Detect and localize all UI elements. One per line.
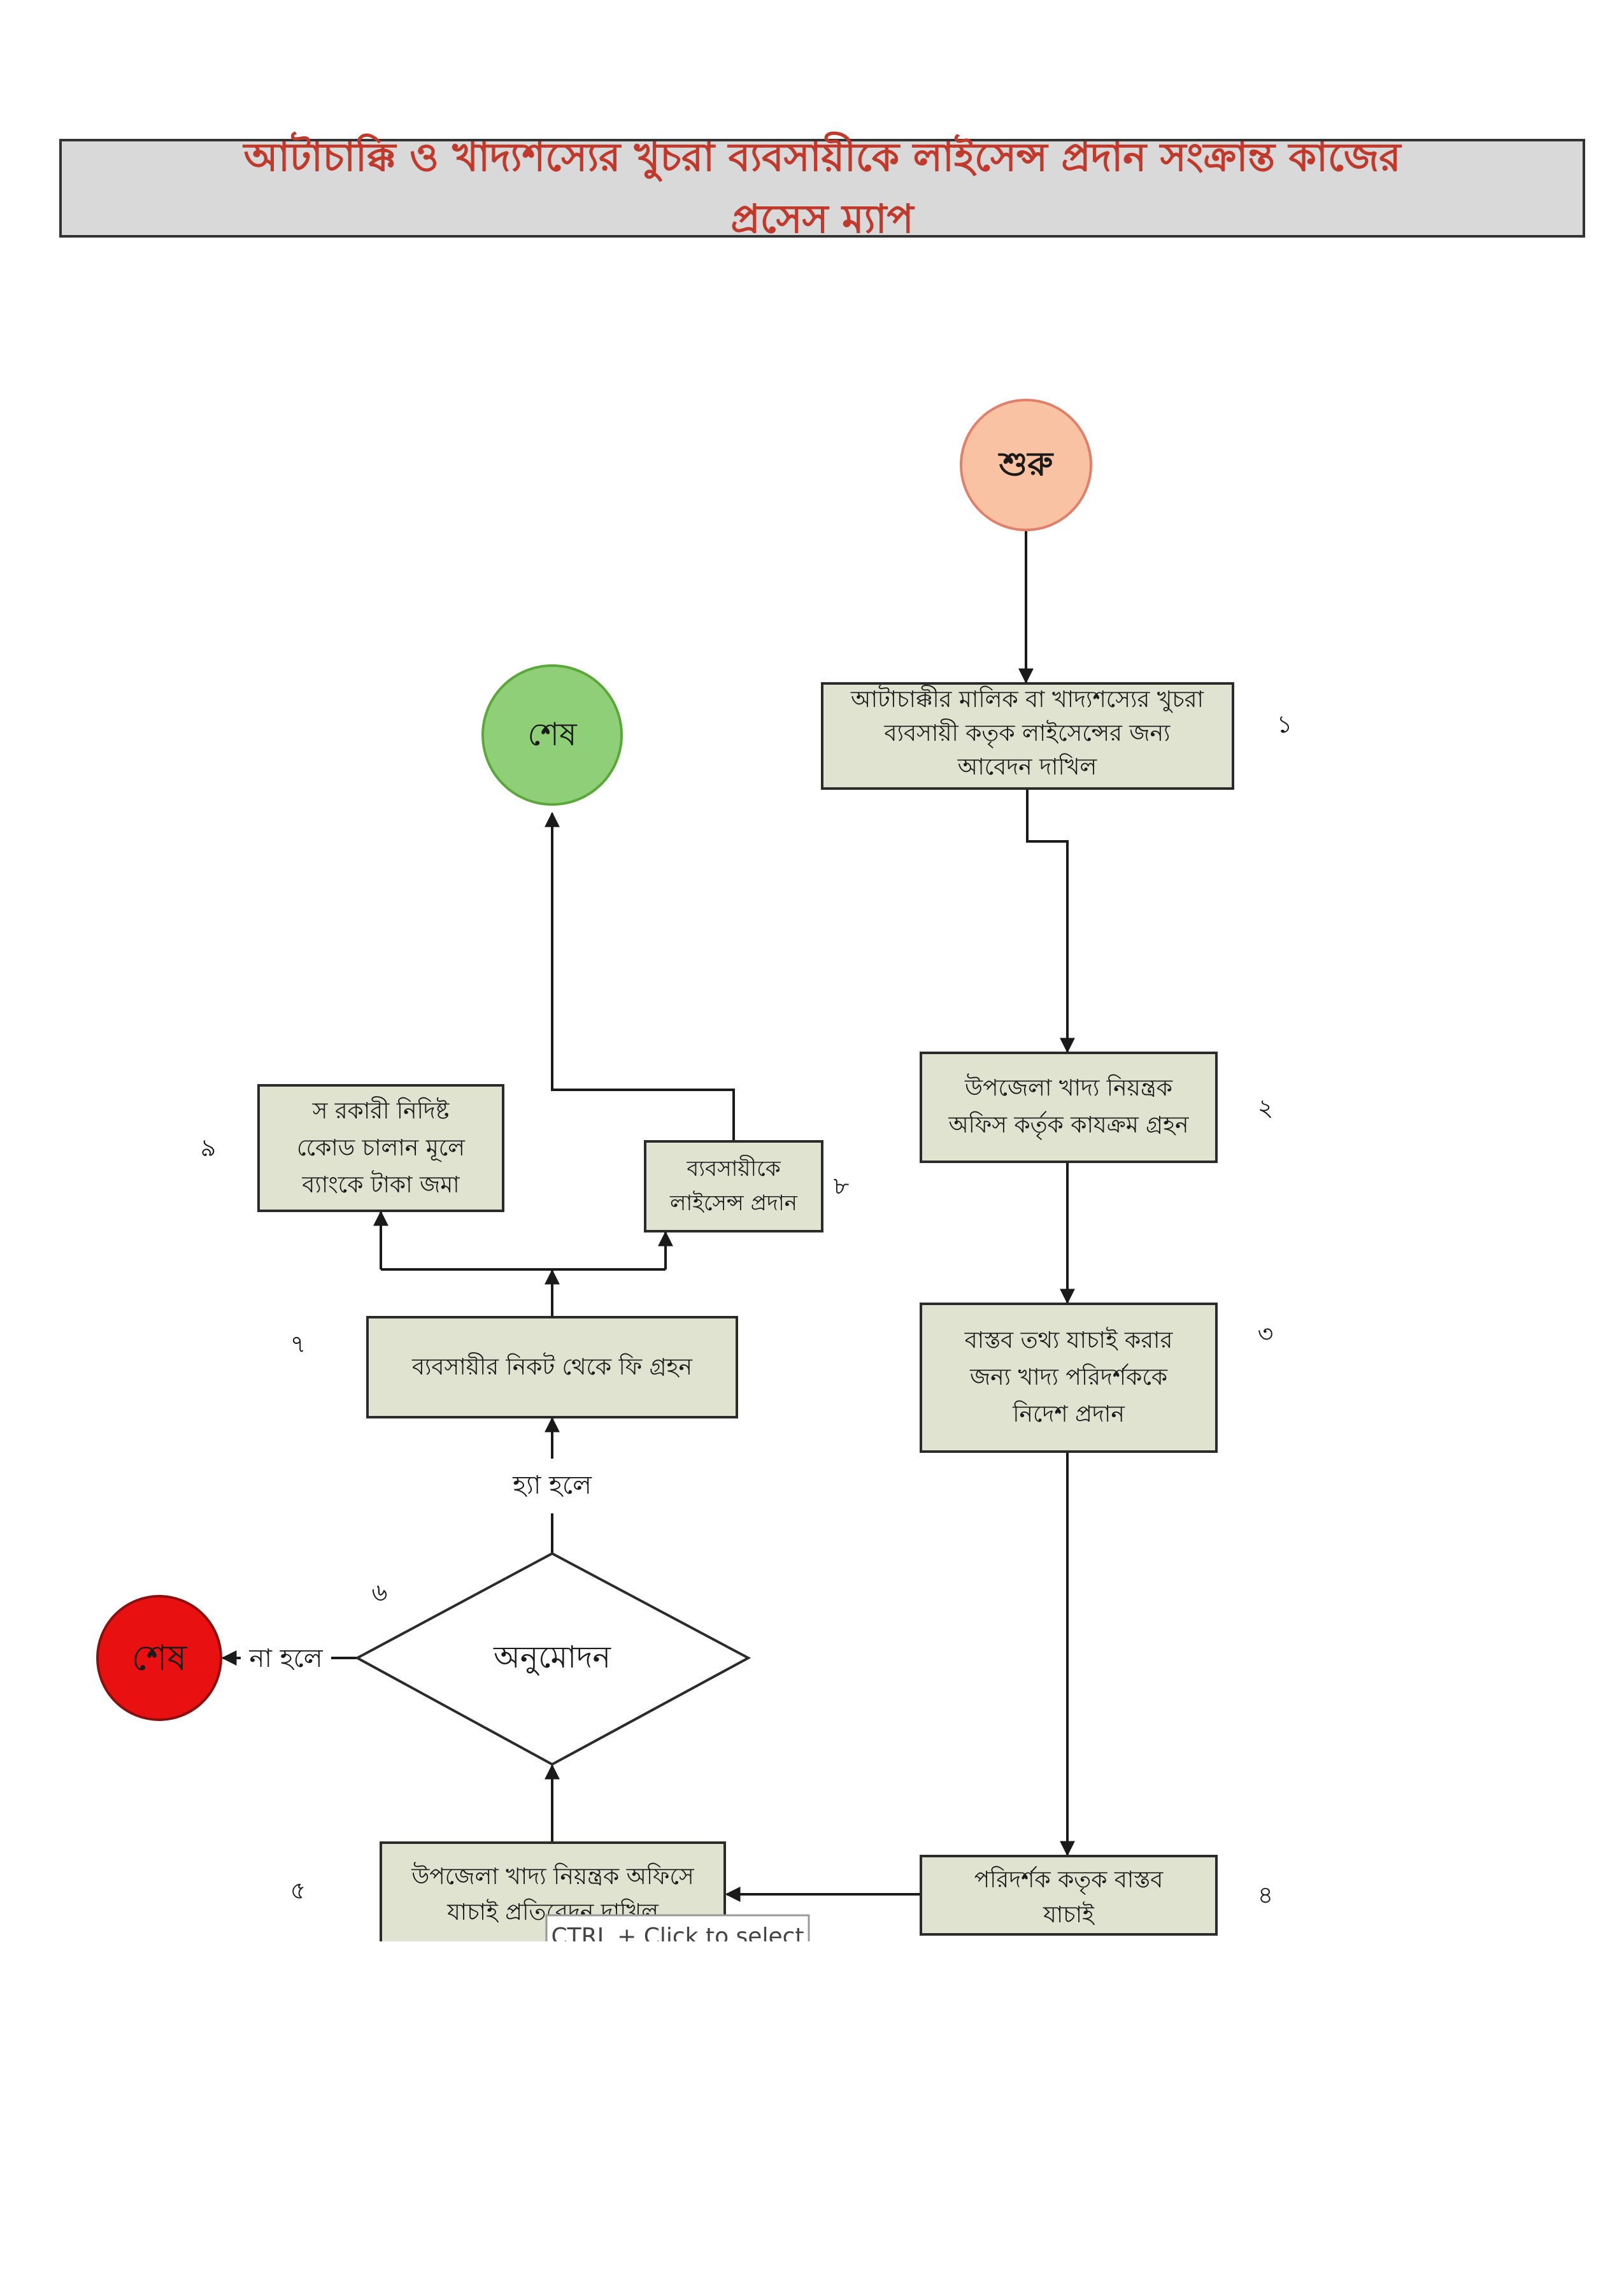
- step-number: ৮: [834, 1172, 850, 1200]
- end-node-reject: শেষ: [96, 1595, 222, 1721]
- title-banner: আটাচাক্কি ও খাদ্যশস্যের খুচরা ব্যবসায়ীক…: [59, 131, 1585, 242]
- step-number: ২: [1258, 1094, 1274, 1122]
- step-number: ১: [1277, 710, 1293, 738]
- step-text: কোেড চালান মূলে: [297, 1135, 466, 1162]
- step-7: ব্যবসায়ীর নিকট থেকে ফি গ্রহন ৭: [290, 1316, 738, 1418]
- step-5: উপজেলা খাদ্য নিয়ন্ত্রক অফিসে যাচাই প্রত…: [290, 1841, 726, 1941]
- step-text: উপজেলা খাদ্য নিয়ন্ত্রক অফিসে: [411, 1862, 695, 1890]
- end-node-success: শেষ: [481, 664, 623, 806]
- step-9: স রকারী নিদিষ্ট কোেড চালান মূলে ব্যাংকে …: [201, 1084, 504, 1212]
- yes-label: হ্যা হলে: [512, 1471, 592, 1500]
- step-number: ৯: [201, 1134, 217, 1162]
- step-text: অফিস কর্তৃক কাযক্রম গ্রহন: [948, 1111, 1189, 1140]
- step-number: ৭: [290, 1330, 306, 1358]
- step-4: পরিদর্শক কতৃক বাস্তব যাচাই ৪: [920, 1855, 1274, 1936]
- step-text: ব্যবসায়ীকে: [686, 1155, 781, 1182]
- step-text: উপজেলা খাদ্য নিয়ন্ত্রক: [964, 1073, 1173, 1101]
- tooltip-text: CTRL + Click to select: [551, 1924, 804, 1950]
- connector-step8-to-end: [545, 811, 735, 1141]
- step-text: আবেদন দাখিল: [957, 754, 1098, 780]
- step-number: ৩: [1258, 1320, 1274, 1348]
- title-line-2: প্রসেস ম্যাপ: [730, 196, 915, 242]
- title-line-1: আটাচাক্কি ও খাদ্যশস্যের খুচরা ব্যবসায়ীক…: [243, 131, 1402, 183]
- step-text: জন্য খাদ্য পরিদর্শককে: [969, 1363, 1168, 1390]
- end-success-label: শেষ: [527, 716, 578, 753]
- step-number: ৪: [1258, 1881, 1274, 1909]
- step-text: ব্যবসায়ী কতৃক লাইসেন্সের জন্য: [884, 718, 1171, 748]
- step-text: বাস্তব তথ্য যাচাই করার: [964, 1327, 1174, 1354]
- step-3: বাস্তব তথ্য যাচাই করার জন্য খাদ্য পরিদর্…: [920, 1303, 1274, 1453]
- step-number: ৬: [372, 1578, 388, 1606]
- step-text: ব্যবসায়ীর নিকট থেকে ফি গ্রহন: [411, 1352, 692, 1380]
- start-label: শুরু: [998, 445, 1055, 483]
- step-2: উপজেলা খাদ্য নিয়ন্ত্রক অফিস কর্তৃক কাযক…: [920, 1052, 1274, 1163]
- step-text: ব্যাংকে টাকা জমা: [301, 1170, 460, 1198]
- connector-step1-to-step2: [1026, 789, 1075, 1054]
- decision-text: অনুমোদন: [493, 1639, 611, 1676]
- end-reject-label: শেষ: [132, 1638, 188, 1679]
- step-text: যাচাই: [1043, 1901, 1095, 1928]
- step-text: নিদেশ প্রদান: [1012, 1401, 1125, 1427]
- step-number: ৫: [290, 1876, 306, 1904]
- step-text: লাইসেন্স প্রদান: [669, 1190, 798, 1216]
- step-text: পরিদর্শক কতৃক বাস্তব: [974, 1866, 1164, 1894]
- step-1: আটাচাক্কীর মালিক বা খাদ্যশস্যের খুচরা ব্…: [821, 682, 1293, 790]
- start-node: শুরু: [960, 399, 1092, 531]
- tooltip: CTRL + Click to select: [545, 1914, 810, 1950]
- step-text: আটাচাক্কীর মালিক বা খাদ্যশস্যের খুচরা: [850, 685, 1204, 713]
- step-text: স রকারী নিদিষ্ট: [312, 1096, 450, 1124]
- step-6-decision: অনুমোদন ৬ হ্যা হলে না হলে: [248, 1471, 751, 1766]
- no-label: না হলে: [248, 1644, 323, 1673]
- step-8: ব্যবসায়ীকে লাইসেন্স প্রদান ৮: [644, 1140, 850, 1232]
